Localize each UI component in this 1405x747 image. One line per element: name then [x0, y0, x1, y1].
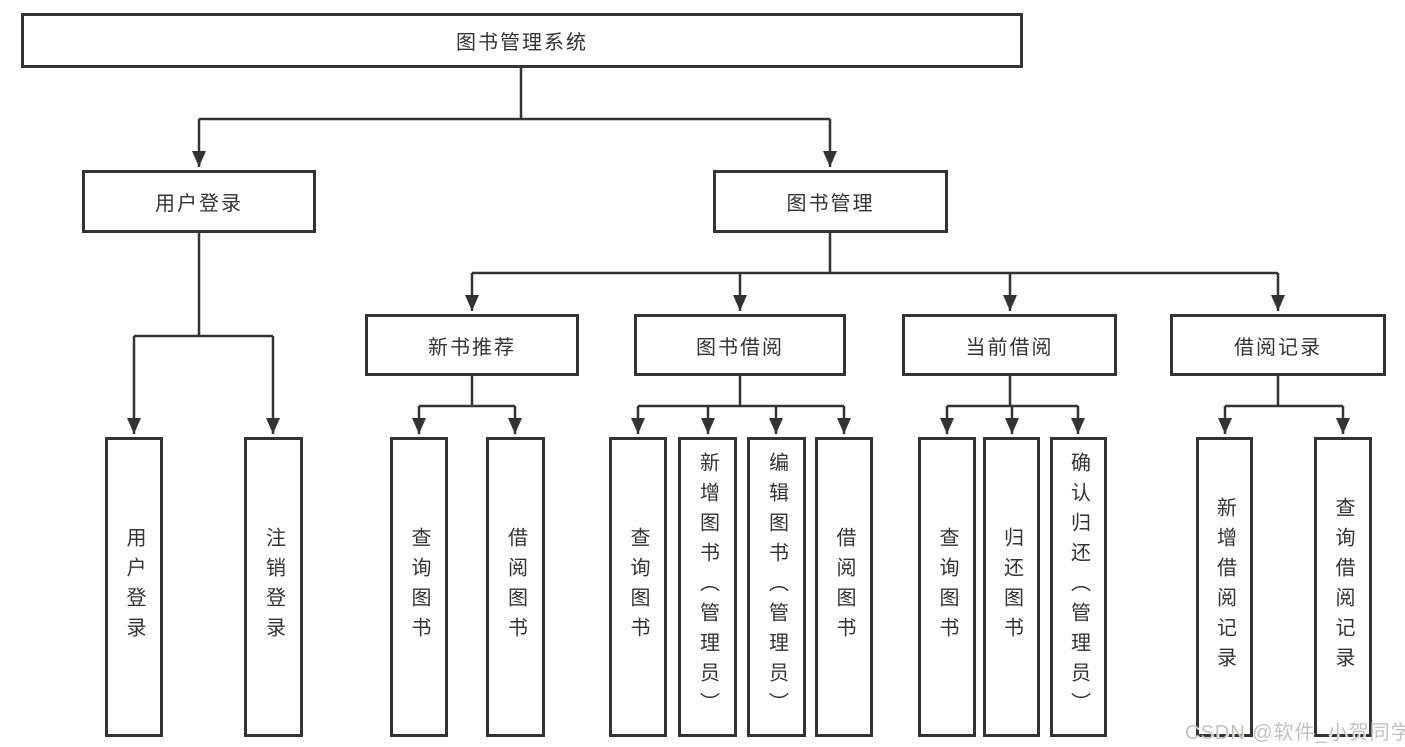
leaf-nbr-query-books: 查询图书 — [390, 437, 448, 737]
node-label: 图书管理系统 — [456, 32, 588, 54]
node-label: 查询图书 — [627, 527, 649, 647]
node-new-book-recommendation: 新书推荐 — [365, 314, 579, 376]
leaf-br-add-borrow-record: 新增借阅记录 — [1196, 437, 1253, 737]
leaf-br-query-borrow-record: 查询借阅记录 — [1314, 437, 1372, 737]
node-label: 归还图书 — [1000, 527, 1023, 647]
leaf-nbr-borrow-books: 借阅图书 — [486, 437, 545, 737]
node-label: 图书管理 — [786, 193, 875, 215]
leaf-bb-borrow-books: 借阅图书 — [815, 437, 873, 737]
leaf-bb-add-books-admin: 新增图书（管理员） — [678, 437, 737, 737]
node-book-management: 图书管理 — [713, 170, 948, 233]
leaf-cb-query-books: 查询图书 — [918, 437, 976, 737]
node-label: 注销登录 — [262, 527, 285, 647]
node-label: 新增借阅记录 — [1213, 497, 1236, 677]
leaf-cb-confirm-return-admin: 确认归还（管理员） — [1050, 437, 1107, 737]
node-book-borrowing: 图书借阅 — [634, 314, 846, 376]
node-label: 借阅图书 — [504, 527, 527, 647]
node-label: 确认归还（管理员） — [1067, 452, 1090, 722]
node-label: 图书借阅 — [696, 336, 784, 359]
node-user-login: 用户登录 — [82, 170, 316, 233]
leaf-cb-return-books: 归还图书 — [983, 437, 1040, 737]
node-label: 用户登录 — [155, 193, 243, 215]
node-label: 查询图书 — [408, 527, 430, 647]
node-current-borrowing: 当前借阅 — [902, 314, 1117, 376]
node-borrowing-records: 借阅记录 — [1170, 314, 1386, 376]
node-label: 查询借阅记录 — [1332, 497, 1354, 677]
node-label: 新书推荐 — [428, 336, 516, 359]
node-label: 借阅图书 — [833, 527, 855, 647]
connector-stems — [134, 68, 1343, 408]
node-label: 查询图书 — [936, 527, 958, 647]
node-library-management-system: 图书管理系统 — [21, 13, 1023, 68]
leaf-bb-edit-books-admin: 编辑图书（管理员） — [747, 437, 806, 737]
node-label: 新增图书（管理员） — [696, 452, 719, 722]
node-label: 编辑图书（管理员） — [765, 452, 788, 722]
watermark: CSDN @软件_小贺同学 — [1185, 722, 1405, 744]
node-label: 用户登录 — [123, 527, 145, 647]
leaf-bb-query-books: 查询图书 — [609, 437, 667, 737]
node-label: 当前借阅 — [965, 336, 1054, 359]
leaf-logout-login: 注销登录 — [244, 437, 303, 737]
node-label: 借阅记录 — [1234, 336, 1322, 359]
leaf-user-login: 用户登录 — [105, 437, 163, 737]
